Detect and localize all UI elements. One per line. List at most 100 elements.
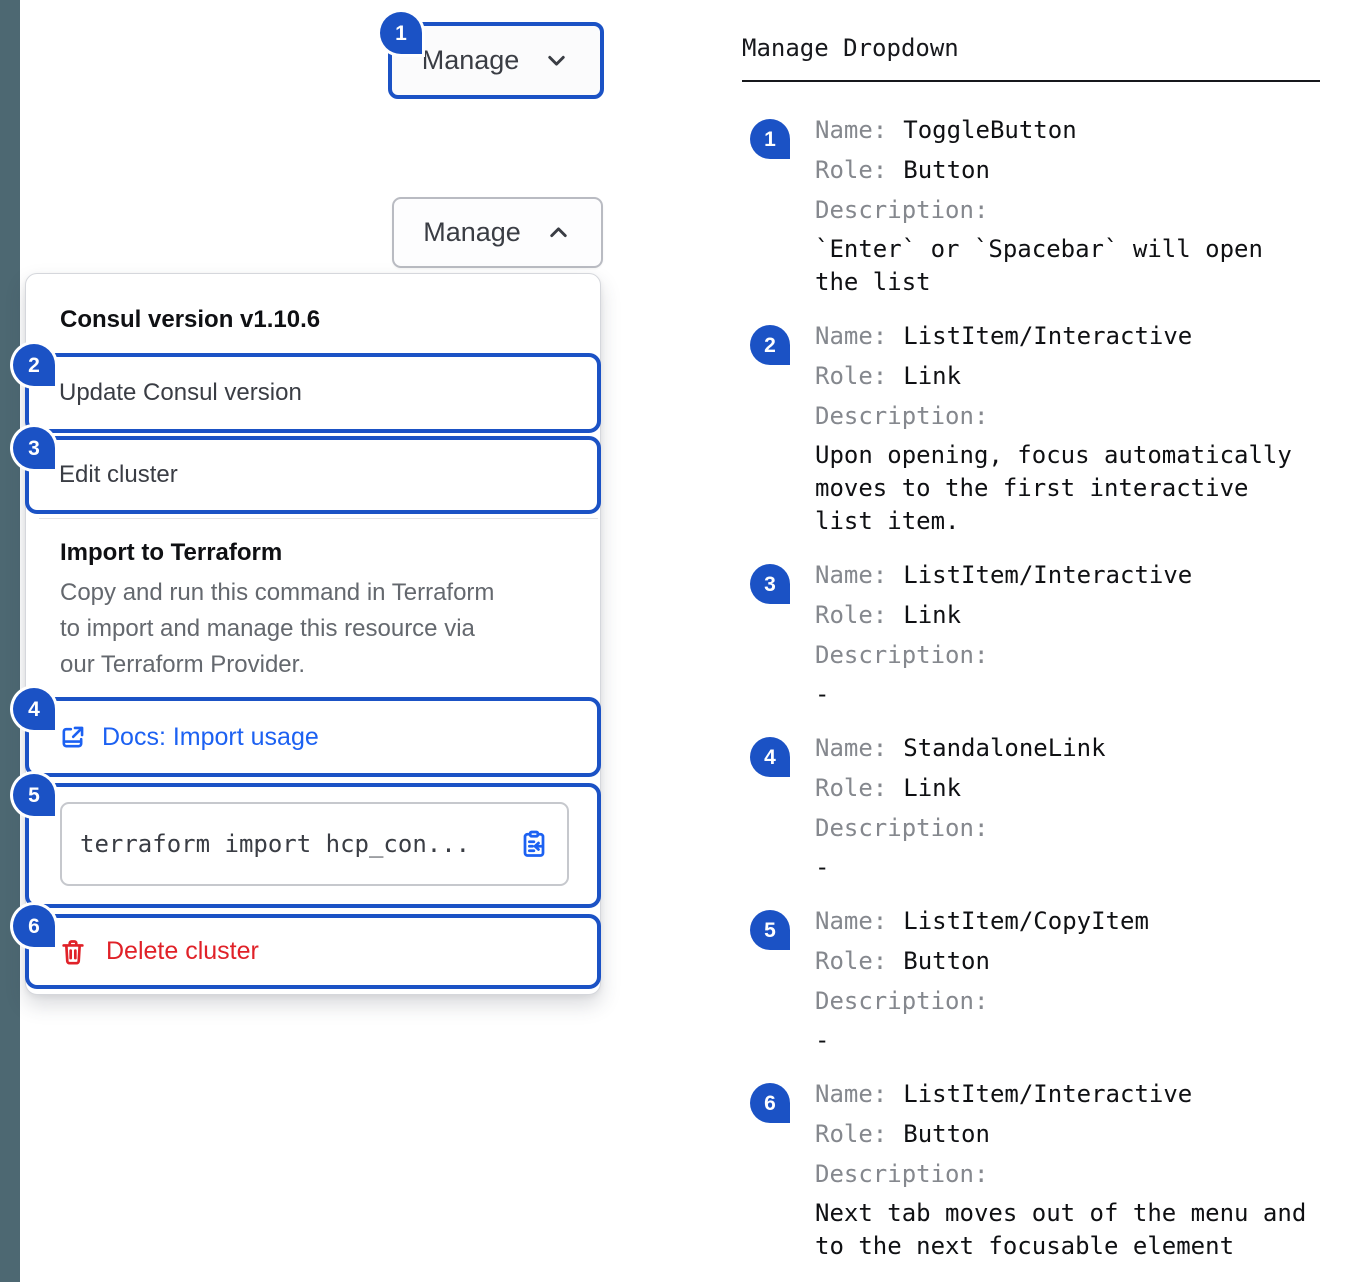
spec-description-row: Description: xyxy=(815,396,1320,436)
spec-role-row: Role: Link xyxy=(815,768,1320,808)
docs-link-label: Docs: Import usage xyxy=(102,722,319,751)
spec-item-6: 6 Name:ListItem/Interactive Role:Button … xyxy=(742,1074,1320,1263)
description-label: Description: xyxy=(815,196,989,224)
spec-description-row: Description: xyxy=(815,635,1320,675)
role-value: Button xyxy=(903,1120,990,1148)
spec-description-row: Description: xyxy=(815,1154,1320,1194)
manage-button-label: Manage xyxy=(421,45,520,75)
spec-description-row: Description: xyxy=(815,981,1320,1021)
name-value: ListItem/Interactive xyxy=(903,322,1193,350)
role-value: Link xyxy=(903,601,962,629)
role-label: Role: xyxy=(815,156,888,184)
chevron-down-icon xyxy=(548,55,565,66)
spec-item-5: 5 Name: ListItem/CopyItem Role: Button Des… xyxy=(742,901,1320,1057)
import-section-title: Import to Terraform xyxy=(60,539,283,566)
name-value: ToggleButton xyxy=(903,116,1077,144)
left-edge-panel xyxy=(0,0,20,1282)
external-link-icon xyxy=(62,726,84,747)
role-label: Role: xyxy=(815,774,888,802)
description-label: Description: xyxy=(815,402,989,430)
spec-name-row: Name: ListItem/Interactive xyxy=(815,316,1320,356)
role-label: Role: xyxy=(815,601,888,629)
role-label: Role: xyxy=(815,1120,888,1148)
menu-item-edit-cluster[interactable]: 3 Edit cluster xyxy=(13,427,601,514)
terraform-import-code-field[interactable]: terraform import hcp_con... xyxy=(60,802,569,886)
name-value: ListItem/Interactive xyxy=(903,561,1193,589)
description-value: - xyxy=(815,1026,830,1054)
role-value: Link xyxy=(903,774,962,802)
annotation-badge-4: 4 xyxy=(750,737,790,777)
name-label: Name: xyxy=(815,561,888,589)
role-label: Role: xyxy=(815,947,888,975)
description-label: Description: xyxy=(815,814,989,842)
code-snippet-text: terraform import hcp_con... xyxy=(80,830,471,858)
spec-role-row: Role: Link xyxy=(815,356,1320,396)
annotation-badge-2: 2 xyxy=(750,325,790,365)
annotation-badge-4: 4 xyxy=(13,688,55,730)
manage-toggle-button-collapsed[interactable]: 1 Manage xyxy=(380,12,604,99)
spec-name-row: Name: StandaloneLink xyxy=(815,728,1320,768)
description-label: Description: xyxy=(815,987,989,1015)
spec-role-row: Role: Button xyxy=(815,150,1320,190)
description-value: Next tab moves out of the menu and to th… xyxy=(815,1199,1307,1260)
spec-name-row: Name:ListItem/Interactive xyxy=(815,1074,1320,1114)
role-label: Role: xyxy=(815,362,888,390)
spec-title: Manage Dropdown xyxy=(742,34,959,62)
annotation-badge-5: 5 xyxy=(13,774,55,816)
spec-role-row: Role: Button xyxy=(815,941,1320,981)
spec-item-4: 4 Name: StandaloneLink Role: Link Descript… xyxy=(742,728,1320,884)
annotation-badge-6: 6 xyxy=(13,905,55,947)
name-value: StandaloneLink xyxy=(903,734,1106,762)
manage-toggle-button-expanded[interactable]: Manage xyxy=(392,197,603,268)
name-value: ListItem/Interactive xyxy=(903,1080,1193,1108)
description-label: Description: xyxy=(815,1160,989,1188)
spec-role-row: Role: Link xyxy=(815,595,1320,635)
annotation-badge-5: 5 xyxy=(750,910,790,950)
spec-item-1: 1 Name: ToggleButton Role: Button Descript… xyxy=(742,110,1320,299)
chevron-up-icon xyxy=(550,227,567,238)
delete-cluster-label: Delete cluster xyxy=(106,937,259,965)
menu-item-update-consul-version[interactable]: 2 Update Consul version xyxy=(13,344,601,433)
annotation-badge-2: 2 xyxy=(13,344,55,386)
clipboard-copy-icon[interactable] xyxy=(519,829,549,859)
annotation-badge-6: 6 xyxy=(750,1083,790,1123)
annotation-badge-1: 1 xyxy=(380,12,422,54)
spec-item-2: 2 Name: ListItem/Interactive Role: Link De… xyxy=(742,316,1320,538)
description-value: - xyxy=(815,680,830,708)
menu-item-label: Update Consul version xyxy=(59,379,302,406)
spec-divider xyxy=(742,80,1320,82)
menu-divider xyxy=(39,518,598,519)
spec-name-row: Name: ListItem/Interactive xyxy=(815,555,1320,595)
manage-dropdown-menu: Consul version v1.10.6 2 Update Consul v… xyxy=(13,273,601,995)
name-label: Name: xyxy=(815,734,888,762)
consul-version-header: Consul version v1.10.6 xyxy=(60,306,321,333)
annotation-badge-1: 1 xyxy=(750,119,790,159)
name-value: ListItem/CopyItem xyxy=(903,907,1149,935)
role-value: Button xyxy=(903,156,990,184)
terraform-import-copy-item[interactable]: 5 terraform import hcp_con... xyxy=(13,774,601,908)
menu-item-label: Edit cluster xyxy=(59,461,178,488)
trash-icon xyxy=(62,939,84,965)
annotation-badge-3: 3 xyxy=(13,427,55,469)
spec-panel: Manage Dropdown 1 Name: ToggleButton Role… xyxy=(742,30,1320,1280)
spec-description-row: Description: xyxy=(815,808,1320,848)
name-label: Name: xyxy=(815,907,888,935)
menu-item-delete-cluster[interactable]: 6 Delete cluster xyxy=(13,905,601,989)
description-value: Upon opening, focus automatically moves … xyxy=(815,441,1292,535)
spec-role-row: Role: Button xyxy=(815,1114,1320,1154)
role-value: Button xyxy=(903,947,990,975)
docs-import-usage-link[interactable]: 4 Docs: Import usage xyxy=(13,688,601,777)
spec-name-row: Name: ListItem/CopyItem xyxy=(815,901,1320,941)
role-value: Link xyxy=(903,362,962,390)
name-label: Name: xyxy=(815,322,888,350)
spec-description-row: Description: xyxy=(815,190,1320,230)
manage-button-label: Manage xyxy=(423,217,521,247)
description-label: Description: xyxy=(815,641,989,669)
spec-item-3: 3 Name: ListItem/Interactive Role: Link De… xyxy=(742,555,1320,711)
name-label: Name: xyxy=(815,116,888,144)
annotation-badge-3: 3 xyxy=(750,564,790,604)
description-value: `Enter` or `Spacebar` will open the list xyxy=(815,235,1263,296)
import-section-description: Copy and run this command in Terraform t… xyxy=(60,579,495,678)
spec-name-row: Name: ToggleButton xyxy=(815,110,1320,150)
